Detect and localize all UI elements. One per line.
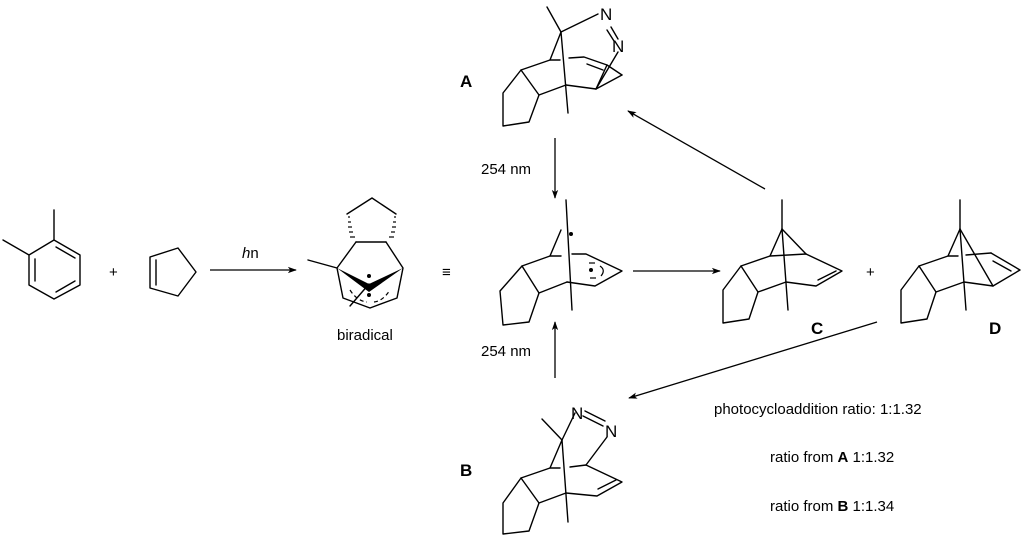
nitrogen-atom: N — [605, 422, 617, 441]
cyclopentene-structure — [149, 247, 197, 297]
biradical-structure: biradical — [307, 197, 404, 344]
compound-D-structure: D — [900, 199, 1021, 338]
compound-B-label: B — [460, 461, 472, 480]
ratio-prefix: photocycloaddition ratio: — [714, 401, 880, 418]
irradiation-label-A: 254 nm — [481, 161, 531, 178]
photocycloaddition-ratio: photocycloaddition ratio: 1:1.32 — [714, 401, 922, 418]
compound-A-structure: N N A — [460, 5, 624, 127]
plus-sign: + — [109, 264, 118, 281]
compound-C-label: C — [811, 319, 823, 338]
compound-A-label: A — [460, 72, 472, 91]
photolysis-arrow: hn — [210, 245, 297, 274]
plus-sign-CD: + — [866, 264, 875, 281]
arrow-to-A — [627, 110, 766, 190]
nitrogen-atom: N — [571, 404, 583, 423]
ratio-value: 1:1.32 — [848, 449, 895, 466]
irradiation-arrow-from-B: 254 nm — [481, 321, 559, 378]
ratio-prefix: ratio from — [770, 449, 838, 466]
central-biradical-structure — [499, 199, 623, 326]
nitrogen-atom: N — [612, 37, 624, 56]
ratio-value: 1:1.34 — [848, 498, 895, 515]
hv-label: hn — [242, 245, 259, 262]
equivalence-sign: ≡ — [442, 264, 451, 281]
biradical-label: biradical — [337, 327, 393, 344]
ratio-compound: B — [837, 498, 849, 515]
ratio-value: 1:1.32 — [879, 401, 922, 418]
o-xylene-structure — [2, 209, 81, 300]
irradiation-label-B: 254 nm — [481, 343, 531, 360]
ratio-from-A: ratio from A 1:1.32 — [770, 449, 894, 466]
arrow-to-B — [628, 321, 878, 399]
ratio-prefix: ratio from — [770, 498, 838, 515]
compound-B-structure: N N B — [460, 404, 623, 535]
compound-D-label: D — [989, 319, 1001, 338]
compound-C-structure: C — [722, 199, 843, 338]
ratio-from-B: ratio from B 1:1.34 — [770, 498, 894, 515]
irradiation-arrow-from-A: 254 nm — [481, 138, 559, 199]
nitrogen-atom: N — [600, 5, 612, 24]
ratio-compound: A — [837, 449, 849, 466]
